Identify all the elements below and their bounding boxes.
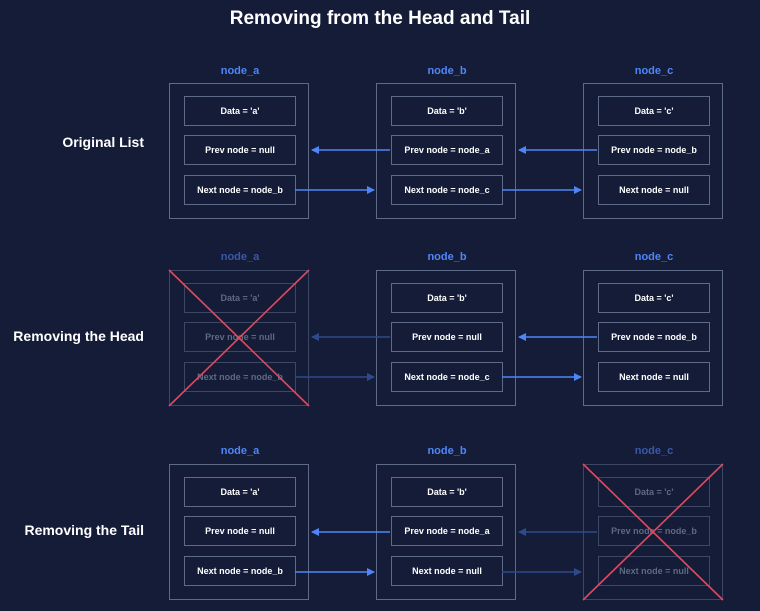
node-b-label: node_b (427, 65, 467, 77)
prev-field: Prev node = node_a (391, 516, 503, 546)
row-label-remove-head: Removing the Head (13, 328, 144, 344)
node-a-label: node_a (220, 445, 260, 457)
data-field: Data = 'a' (184, 283, 296, 313)
prev-field: Prev node = null (184, 516, 296, 546)
node-a-label: node_a (220, 65, 260, 77)
prev-field: Prev node = node_b (598, 135, 710, 165)
prev-field: Prev node = node_b (598, 516, 710, 546)
prev-field: Prev node = null (184, 135, 296, 165)
node-b-box: Data = 'b' Prev node = node_a Next node … (376, 83, 516, 219)
next-field: Next node = node_c (391, 362, 503, 392)
data-field: Data = 'b' (391, 96, 503, 126)
node-b-label: node_b (427, 445, 467, 457)
node-a-box-removed: Data = 'a' Prev node = null Next node = … (169, 270, 309, 406)
node-b-box: Data = 'b' Prev node = null Next node = … (376, 270, 516, 406)
data-field: Data = 'a' (184, 477, 296, 507)
next-field: Next node = node_b (184, 175, 296, 205)
prev-field: Prev node = null (184, 322, 296, 352)
prev-field: Prev node = node_b (598, 322, 710, 352)
node-c-box: Data = 'c' Prev node = node_b Next node … (583, 270, 723, 406)
data-field: Data = 'c' (598, 283, 710, 313)
node-b-box: Data = 'b' Prev node = node_a Next node … (376, 464, 516, 600)
node-c-box: Data = 'c' Prev node = node_b Next node … (583, 83, 723, 219)
data-field: Data = 'c' (598, 96, 710, 126)
diagram-title: Removing from the Head and Tail (229, 8, 531, 29)
node-c-label: node_c (634, 251, 674, 263)
next-field: Next node = node_b (184, 556, 296, 586)
next-field: Next node = null (598, 362, 710, 392)
node-a-box: Data = 'a' Prev node = null Next node = … (169, 464, 309, 600)
next-field: Next node = node_b (184, 362, 296, 392)
data-field: Data = 'b' (391, 477, 503, 507)
node-c-box-removed: Data = 'c' Prev node = node_b Next node … (583, 464, 723, 600)
node-a-box: Data = 'a' Prev node = null Next node = … (169, 83, 309, 219)
data-field: Data = 'a' (184, 96, 296, 126)
data-field: Data = 'c' (598, 477, 710, 507)
prev-field: Prev node = null (391, 322, 503, 352)
node-c-label: node_c (634, 445, 674, 457)
node-a-label: node_a (220, 251, 260, 263)
node-c-label: node_c (634, 65, 674, 77)
data-field: Data = 'b' (391, 283, 503, 313)
row-label-original: Original List (62, 134, 144, 150)
next-field: Next node = null (598, 175, 710, 205)
node-b-label: node_b (427, 251, 467, 263)
next-field: Next node = null (598, 556, 710, 586)
next-field: Next node = node_c (391, 175, 503, 205)
prev-field: Prev node = node_a (391, 135, 503, 165)
next-field: Next node = null (391, 556, 503, 586)
row-label-remove-tail: Removing the Tail (24, 522, 144, 538)
